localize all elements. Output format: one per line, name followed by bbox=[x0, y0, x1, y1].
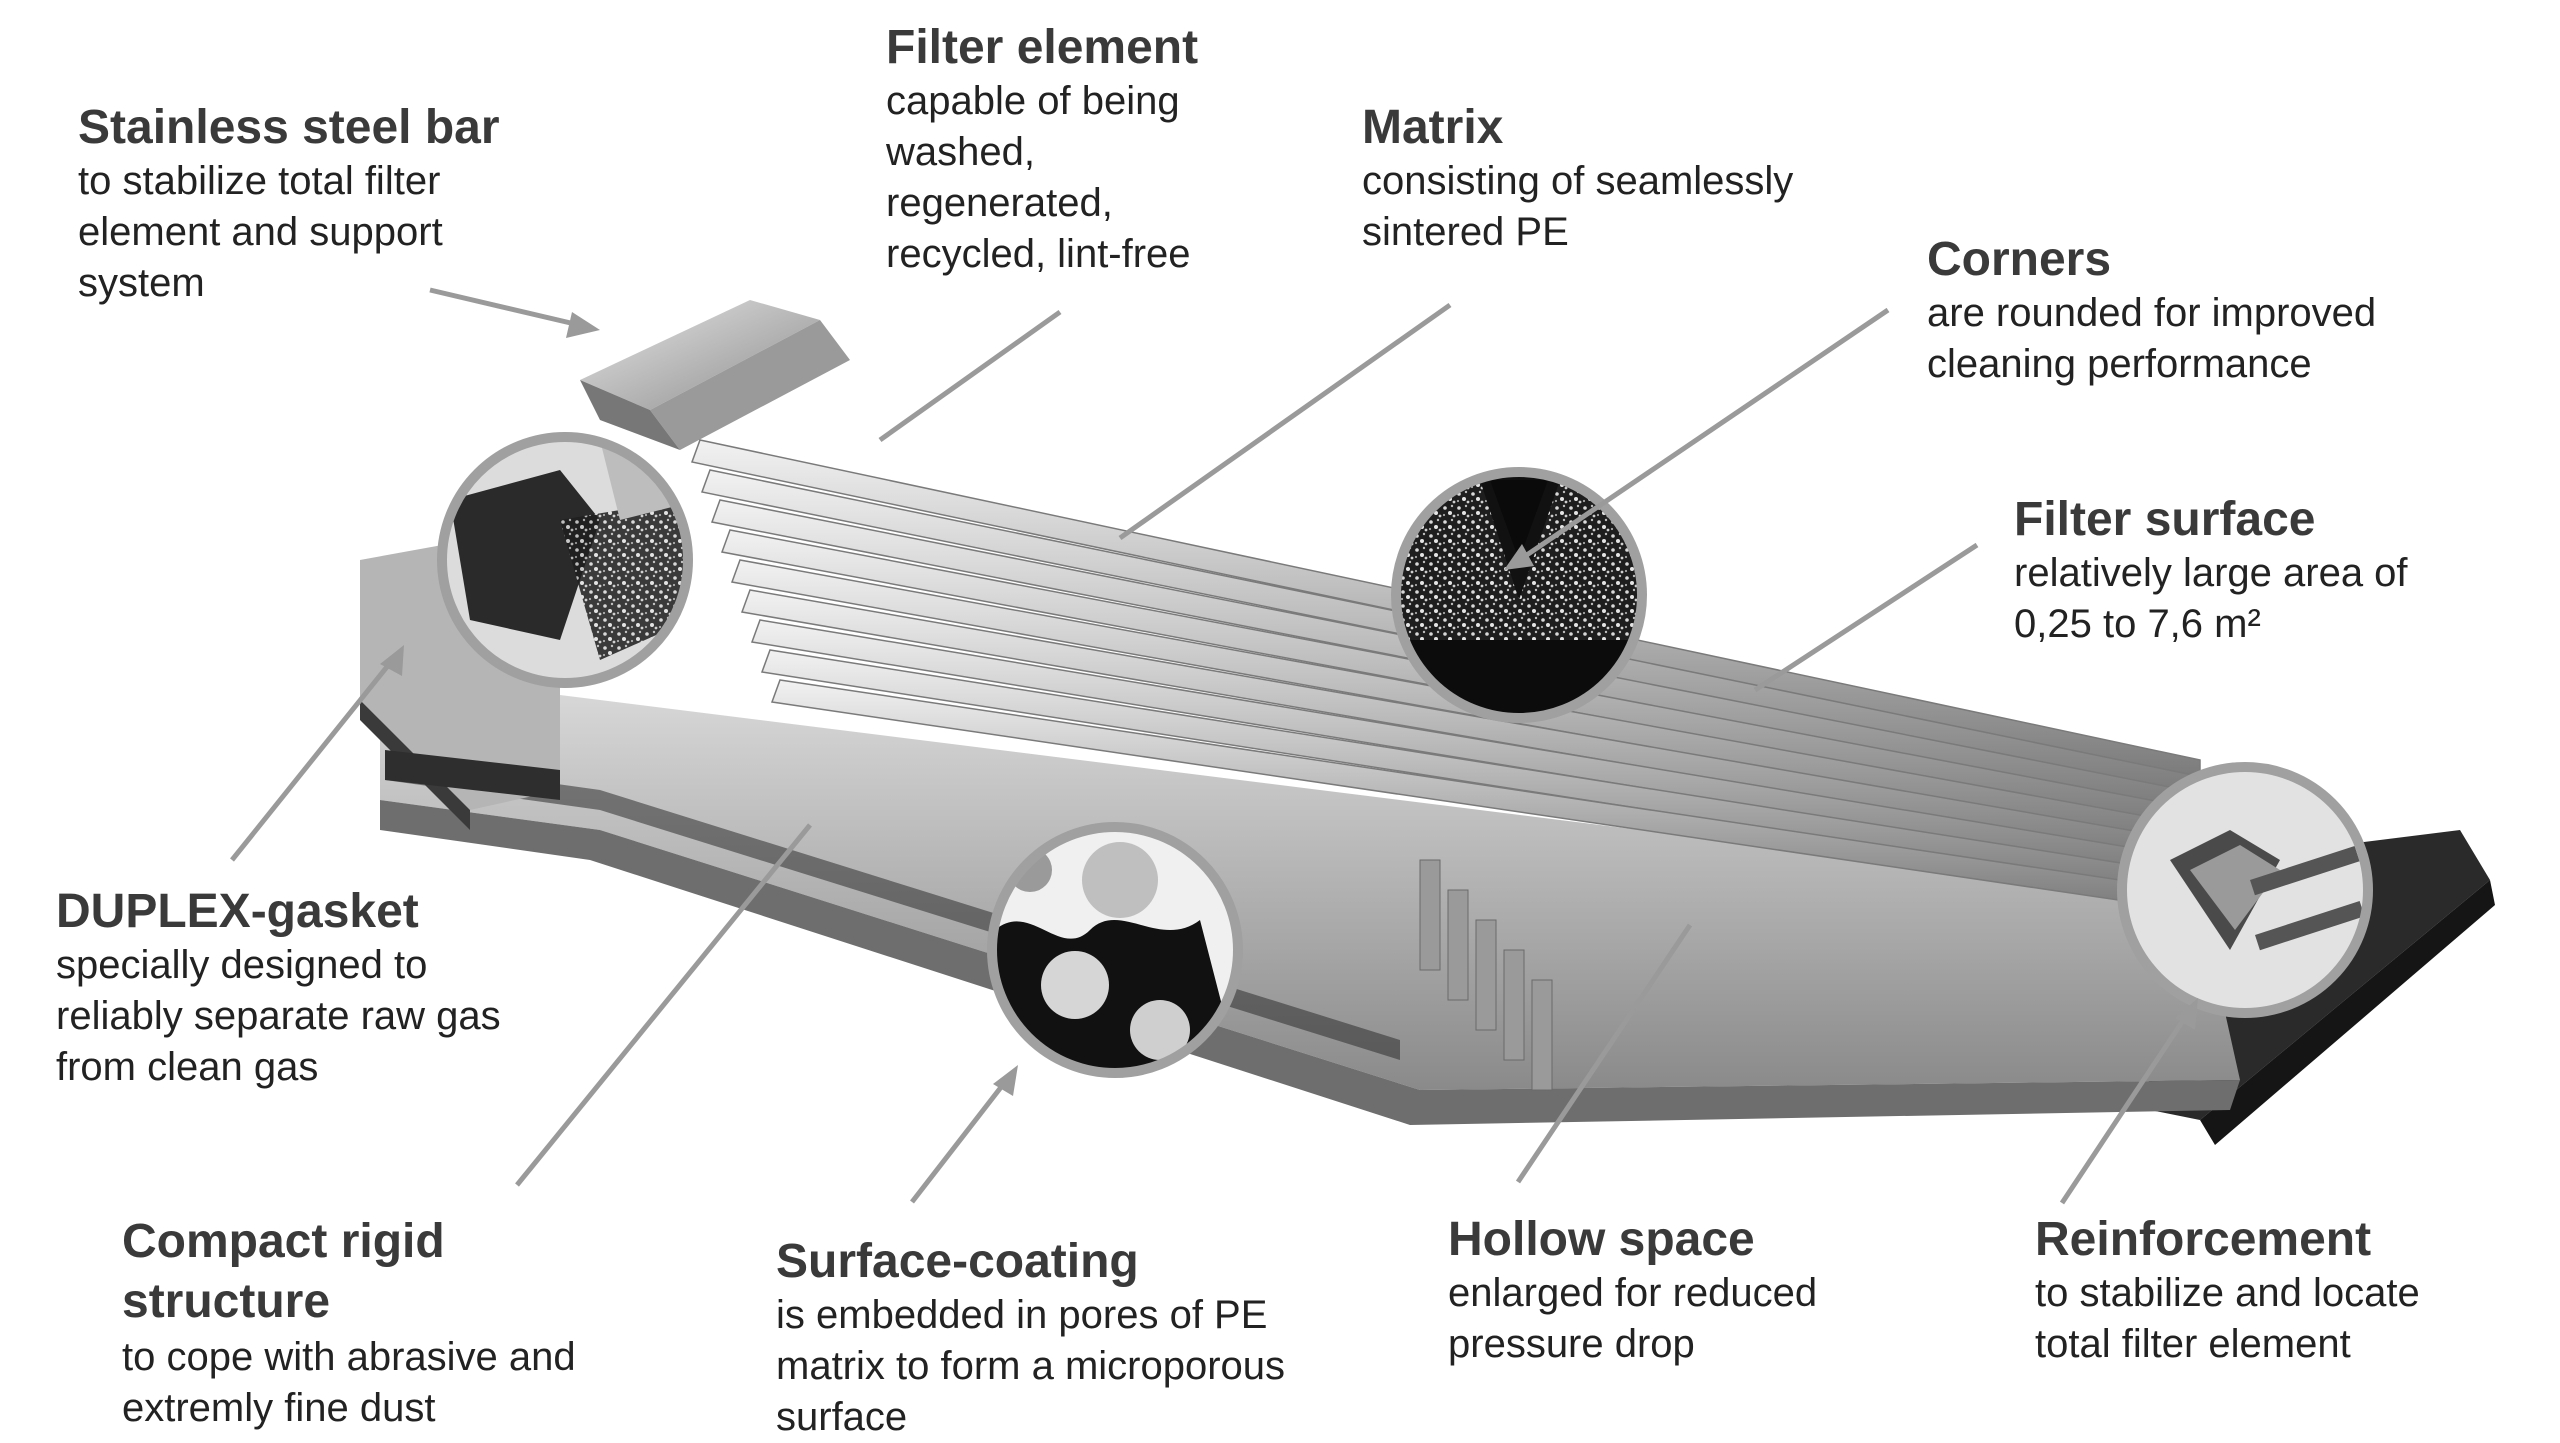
arrowhead-reinforcement bbox=[2175, 998, 2198, 1030]
stainless-steel-bar bbox=[580, 300, 850, 450]
leader-surface-coating bbox=[910, 1071, 1014, 1204]
callout-description: enlarged for reduced pressure drop bbox=[1448, 1271, 1818, 1366]
inset-corner-detail bbox=[1391, 467, 1647, 723]
leader-filter-surface bbox=[1753, 542, 1979, 693]
callout-description: specially designed to reliably separate … bbox=[56, 943, 501, 1089]
leader-filter-element bbox=[878, 309, 1062, 443]
leader-duplex-gasket bbox=[230, 651, 400, 862]
leader-matrix bbox=[1118, 302, 1452, 541]
leader-hollow-space bbox=[1515, 923, 1693, 1184]
inset-reinforcement-detail bbox=[2117, 762, 2373, 1018]
arrowhead-corners bbox=[1504, 544, 1534, 570]
callout-title: Hollow space bbox=[1448, 1213, 1755, 1266]
callout-title: Corners bbox=[1927, 233, 2112, 286]
arrowhead-duplex-gasket bbox=[380, 645, 404, 676]
inset-surface-coating-detail bbox=[987, 822, 1243, 1078]
callout-title: Compact rigid structure bbox=[122, 1215, 445, 1328]
callout-title: Surface-coating bbox=[776, 1235, 1139, 1288]
callout-description: relatively large area of 0,25 to 7,6 m² bbox=[2014, 551, 2408, 646]
callout-reinforcement: Reinforcement to stabilize and locate to… bbox=[2035, 1212, 2420, 1370]
callout-description: consisting of seamlessly sintered PE bbox=[1362, 159, 1794, 254]
callout-corners: Corners are rounded for improved cleanin… bbox=[1927, 232, 2376, 390]
callout-filter-element: Filter element capable of being washed, … bbox=[886, 20, 1198, 280]
callout-description: capable of being washed, regenerated, re… bbox=[886, 79, 1191, 276]
callout-title: Filter surface bbox=[2014, 493, 2316, 546]
callout-hollow-space: Hollow space enlarged for reduced pressu… bbox=[1448, 1212, 1817, 1370]
rib-end bbox=[1447, 889, 1469, 1001]
rib-end bbox=[1503, 949, 1525, 1061]
leader-corners bbox=[1510, 307, 1890, 568]
leader-reinforcement bbox=[2059, 1005, 2195, 1205]
callout-stainless-steel-bar: Stainless steel bar to stabilize total f… bbox=[78, 100, 500, 309]
callout-surface-coating: Surface-coating is embedded in pores of … bbox=[776, 1234, 1285, 1443]
inset-gasket-detail bbox=[437, 432, 693, 688]
callout-matrix: Matrix consisting of seamlessly sintered… bbox=[1362, 100, 1793, 258]
leader-lines bbox=[230, 287, 2195, 1205]
callout-compact-rigid-structure: Compact rigid structure to cope with abr… bbox=[122, 1212, 576, 1434]
leader-compact-rigid-structure bbox=[515, 823, 812, 1187]
callout-description: to stabilize total filter element and su… bbox=[78, 159, 443, 305]
leader-stainless-steel-bar bbox=[429, 287, 593, 331]
leader-arrowheads bbox=[380, 312, 2198, 1096]
arrowhead-surface-coating bbox=[993, 1065, 1018, 1096]
callout-title: DUPLEX-gasket bbox=[56, 885, 419, 938]
rib-end bbox=[1419, 859, 1441, 971]
callout-description: to cope with abrasive and extremly fine … bbox=[122, 1335, 576, 1430]
callout-title: Reinforcement bbox=[2035, 1213, 2372, 1266]
callout-filter-surface: Filter surface relatively large area of … bbox=[2014, 492, 2408, 650]
callout-description: is embedded in pores of PE matrix to for… bbox=[776, 1293, 1286, 1439]
callout-title: Matrix bbox=[1362, 101, 1504, 154]
callout-description: are rounded for improved cleaning perfor… bbox=[1927, 291, 2377, 386]
rib-end bbox=[1475, 919, 1497, 1031]
callout-title: Stainless steel bar bbox=[78, 101, 500, 154]
arrowhead-stainless-steel-bar bbox=[566, 312, 600, 338]
callout-description: to stabilize and locate total filter ele… bbox=[2035, 1271, 2420, 1366]
callout-title: Filter element bbox=[886, 21, 1199, 74]
callout-duplex-gasket: DUPLEX-gasket specially designed to reli… bbox=[56, 884, 501, 1093]
rib-end bbox=[1531, 979, 1553, 1091]
